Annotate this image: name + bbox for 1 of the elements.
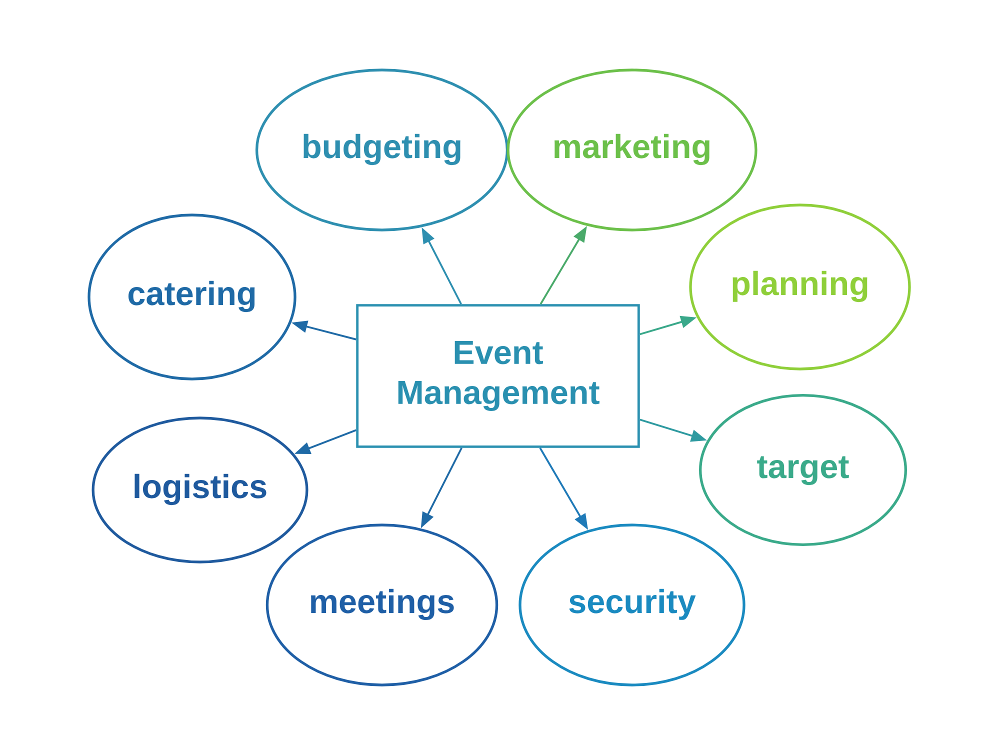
- topic-box: Event Management: [356, 304, 640, 448]
